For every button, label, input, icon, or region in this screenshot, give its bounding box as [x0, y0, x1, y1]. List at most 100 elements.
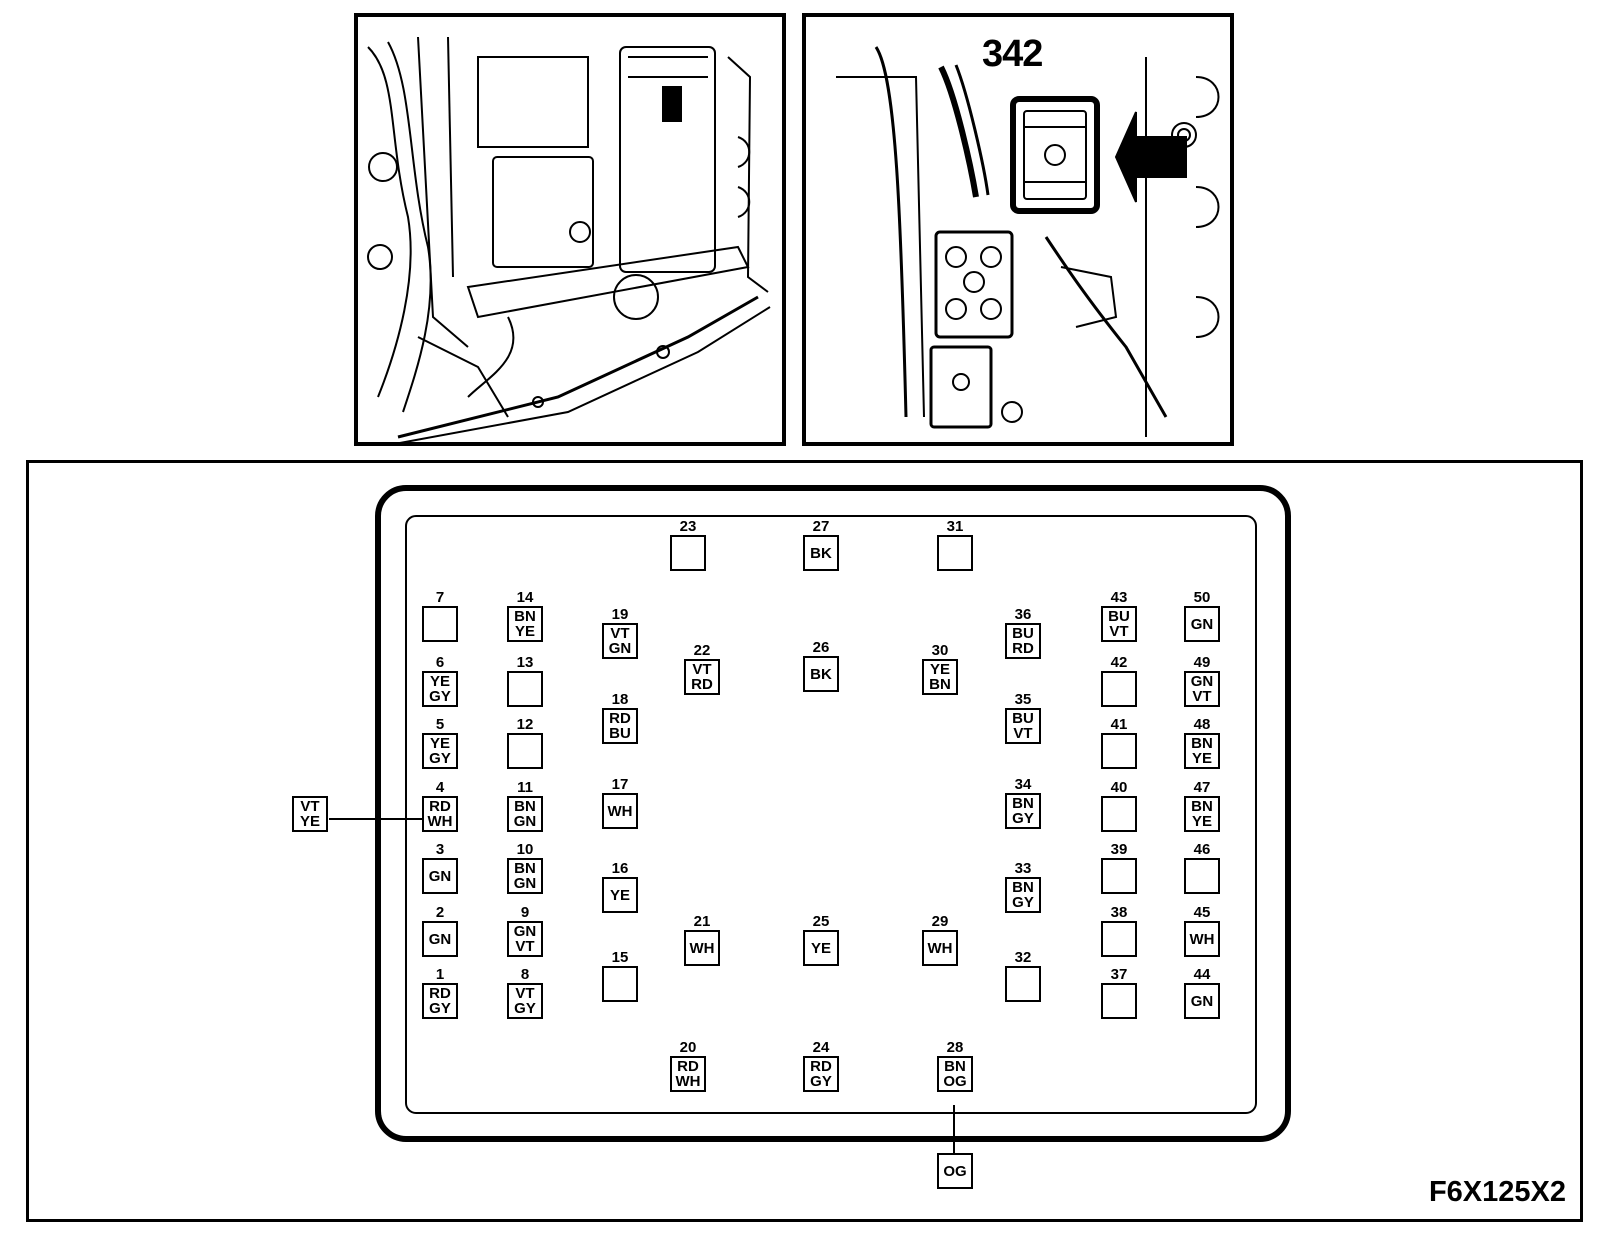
- pin-number: 16: [611, 860, 629, 877]
- connector-location-illustration: 342: [802, 13, 1234, 446]
- pin-number: 1: [435, 966, 445, 983]
- pin-number: 4: [435, 779, 445, 796]
- pin-number: 20: [679, 1039, 697, 1056]
- wire-color-code: GN: [1190, 992, 1214, 1010]
- wire-color-code: GN: [428, 930, 452, 948]
- pin-number: 24: [812, 1039, 830, 1056]
- connector-pin: BK: [803, 535, 839, 571]
- pin-number: 12: [516, 716, 534, 733]
- wire-color-code: VT: [1192, 688, 1212, 705]
- connector-pin: GN: [1184, 606, 1220, 642]
- pin-number: 5: [435, 716, 445, 733]
- pin-number: 26: [812, 639, 830, 656]
- wire-color-code: BN: [514, 798, 536, 815]
- wire-color-code: WH: [427, 813, 453, 830]
- pin-number: 15: [611, 949, 629, 966]
- pin-number: 17: [611, 776, 629, 793]
- wire-color-code: YE: [514, 623, 535, 640]
- wire-color-code: VT: [1013, 725, 1033, 742]
- wire-color-code: VT: [515, 985, 535, 1002]
- wire-color-code: GY: [1012, 894, 1034, 911]
- connector-pin: [1101, 983, 1137, 1019]
- pin-number: 34: [1014, 776, 1032, 793]
- pin-number: 18: [611, 691, 629, 708]
- wire-color-code: BK: [810, 665, 832, 683]
- pin-number: 39: [1110, 841, 1128, 858]
- wire-color-code: WH: [689, 939, 715, 957]
- wire-color-code: YE: [929, 661, 950, 678]
- wire-color-code: RD: [429, 798, 451, 815]
- pin-number: 38: [1110, 904, 1128, 921]
- callout-number: 342: [982, 33, 1043, 75]
- connector-pin: [1101, 671, 1137, 707]
- connector-pin: [1101, 733, 1137, 769]
- pin-number: 32: [1014, 949, 1032, 966]
- wire-color-code: GY: [429, 750, 451, 767]
- pin-number: 46: [1193, 841, 1211, 858]
- pin-number: 45: [1193, 904, 1211, 921]
- wire-color-code: RD: [810, 1058, 832, 1075]
- connector-pin: [1101, 858, 1137, 894]
- connector-housing-outer: [375, 485, 1291, 1142]
- wire-color-code: WH: [675, 1073, 701, 1090]
- wire-color-code: RD: [609, 710, 631, 727]
- wire-color-code: BN: [944, 1058, 966, 1075]
- wire-color-code: BN: [1012, 879, 1034, 896]
- pin-number: 10: [516, 841, 534, 858]
- connector-pin: [670, 535, 706, 571]
- pin-number: 25: [812, 913, 830, 930]
- wire-color-code: GY: [810, 1073, 832, 1090]
- connector-pin: [1101, 921, 1137, 957]
- wire-color-code: GN: [428, 867, 452, 885]
- wire-color-code: BU: [1012, 710, 1034, 727]
- wire-color-code: GN: [608, 640, 632, 657]
- pin-number: 21: [693, 913, 711, 930]
- pin-number: 31: [946, 518, 964, 535]
- wire-color-code: BN: [929, 676, 951, 693]
- pin-number: 40: [1110, 779, 1128, 796]
- wire-color-code: GY: [514, 1000, 536, 1017]
- connector-pin: [1101, 796, 1137, 832]
- wire-color-code: OG: [943, 1162, 967, 1180]
- connector-pin: YE: [602, 877, 638, 913]
- wire-color-code: GN: [1190, 615, 1214, 633]
- wire-color-code: GN: [513, 923, 537, 940]
- wire-color-code: BN: [514, 860, 536, 877]
- pin-number: 14: [516, 589, 534, 606]
- wire-color-code: BK: [810, 544, 832, 562]
- wire-color-code: BU: [609, 725, 631, 742]
- pin-number: 8: [520, 966, 530, 983]
- pin-number: 36: [1014, 606, 1032, 623]
- branch-wire-tag: OG: [937, 1153, 973, 1189]
- pin-number: 44: [1193, 966, 1211, 983]
- pin-number: 28: [946, 1039, 964, 1056]
- connector-pin: GN: [422, 921, 458, 957]
- wire-color-code: GY: [1012, 810, 1034, 827]
- wire-color-code: VT: [610, 625, 630, 642]
- pin-number: 22: [693, 642, 711, 659]
- pin-number: 29: [931, 913, 949, 930]
- connector-outline: [329, 485, 1291, 1170]
- diagram-code: F6X125X2: [1428, 1176, 1566, 1208]
- pin-number: 41: [1110, 716, 1128, 733]
- connector-pin: WH: [684, 930, 720, 966]
- wire-color-code: YE: [609, 886, 630, 904]
- wire-color-code: RD: [1012, 640, 1034, 657]
